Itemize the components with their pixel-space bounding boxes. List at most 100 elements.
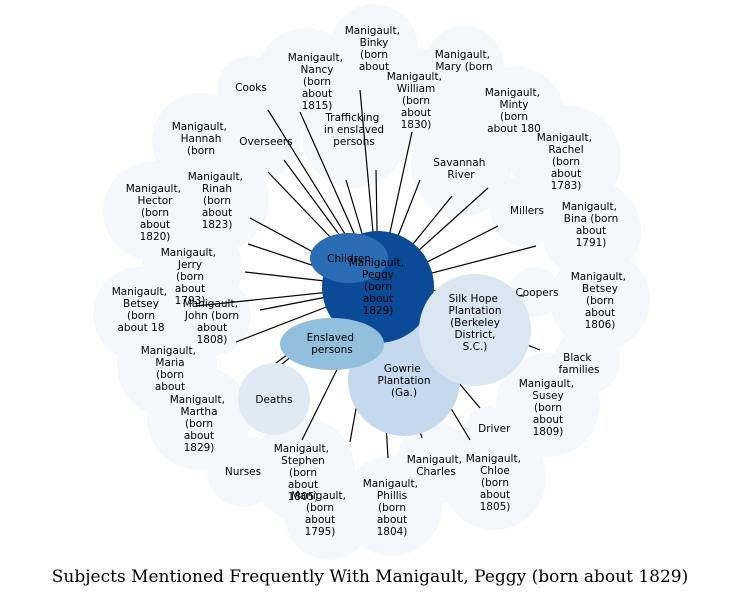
chloe-line4: about bbox=[480, 489, 510, 501]
born1795-line2: (born bbox=[306, 502, 334, 514]
mary-line1: Manigault, bbox=[435, 49, 490, 61]
rachel-line4: about bbox=[551, 168, 581, 180]
label-charles[interactable]: Manigault, Charles bbox=[407, 454, 466, 478]
susey-line4: about bbox=[533, 414, 563, 426]
born1808-line2: John (born bbox=[184, 310, 239, 322]
mary-line2: Mary (born bbox=[435, 61, 492, 73]
children-line1: Children bbox=[327, 253, 371, 265]
gowrie-line2: Plantation bbox=[377, 375, 430, 387]
label-coopers[interactable]: Coopers bbox=[515, 287, 558, 299]
trafficking-line3: persons bbox=[333, 136, 374, 148]
savannah-line1: Savannah bbox=[433, 157, 485, 169]
stephen-line3: (born bbox=[289, 467, 317, 479]
node-silk-hope-circle[interactable] bbox=[419, 274, 531, 386]
label-gowrie[interactable]: Gowrie Plantation(Ga.) bbox=[377, 363, 430, 399]
phillis-line4: about bbox=[377, 514, 407, 526]
william-line1: Manigault, bbox=[387, 71, 442, 83]
betseyleft-line1: Manigault, bbox=[112, 286, 167, 298]
betseyleft-line3: (born bbox=[127, 310, 155, 322]
halo-cloud bbox=[93, 4, 650, 560]
label-cooks[interactable]: Cooks bbox=[235, 82, 267, 94]
phillis-line2: Phillis bbox=[377, 490, 407, 502]
chloe-line1: Manigault, bbox=[466, 453, 521, 465]
susey-line5: 1809) bbox=[533, 426, 564, 438]
label-black-families[interactable]: Black families bbox=[558, 352, 599, 376]
rachel-line2: Rachel bbox=[548, 144, 583, 156]
label-drivers[interactable]: Drivers bbox=[478, 423, 516, 435]
label-mary[interactable]: Manigault, Mary (born bbox=[435, 49, 494, 73]
gowrie-line1: Gowrie bbox=[384, 363, 421, 375]
stephen-line2: Stephen bbox=[281, 455, 325, 467]
betseyleft-line2: Betsey bbox=[123, 298, 159, 310]
rachel-line1: Manigault, bbox=[537, 132, 592, 144]
label-hannah[interactable]: Manigault, Hannah(born bbox=[172, 121, 231, 157]
jerry-line4: about bbox=[175, 283, 205, 295]
node-deaths-circle[interactable] bbox=[238, 363, 310, 435]
label-overseers[interactable]: Overseers bbox=[239, 136, 292, 148]
node-enslaved-circle[interactable] bbox=[280, 318, 384, 370]
trafficking-line2: in enslaved bbox=[324, 124, 384, 136]
stephen-line4: about bbox=[288, 479, 318, 491]
maria-line2: Maria bbox=[155, 357, 184, 369]
nurses-line1: Nurses bbox=[225, 466, 261, 478]
label-deaths[interactable]: Deaths bbox=[255, 394, 292, 406]
hector-line1: Manigault, bbox=[126, 183, 181, 195]
bina-line1: Manigault, bbox=[562, 201, 617, 213]
deaths-line1: Deaths bbox=[255, 394, 292, 406]
charles-line2: Charles bbox=[416, 466, 456, 478]
nancy-line1: Manigault, bbox=[288, 52, 343, 64]
betsey1806-line3: (born bbox=[586, 295, 614, 307]
martha-line3: (born bbox=[185, 418, 213, 430]
hector-line2: Hector bbox=[138, 195, 174, 207]
jerry-line5: 1793) bbox=[175, 295, 206, 307]
stephen-line5: 1805) bbox=[288, 491, 319, 503]
rinah-line2: Rinah bbox=[202, 183, 232, 195]
enslaved-line1: Enslaved bbox=[307, 332, 354, 344]
hector-line4: about bbox=[140, 219, 170, 231]
binky-line2: Binky bbox=[360, 37, 389, 49]
martha-line5: 1829) bbox=[184, 442, 215, 454]
label-enslaved[interactable]: Enslaved persons bbox=[307, 332, 358, 356]
minty-line2: Minty bbox=[500, 99, 529, 111]
silk-line3: (Berkeley bbox=[450, 317, 500, 329]
maria-line4: about bbox=[155, 381, 185, 393]
center-line4: about bbox=[363, 293, 393, 305]
node-children-circle[interactable] bbox=[310, 233, 388, 283]
chloe-line5: 1805) bbox=[480, 501, 511, 513]
label-nurses[interactable]: Nurses bbox=[225, 466, 261, 478]
label-millers[interactable]: Millers bbox=[510, 205, 544, 217]
label-savannah[interactable]: Savannah River bbox=[433, 157, 489, 181]
betseyleft-line4: about 18 bbox=[118, 322, 165, 334]
binky-line3: (born bbox=[360, 49, 388, 61]
rinah-line5: 1823) bbox=[202, 219, 233, 231]
overseers-line1: Overseers bbox=[239, 136, 292, 148]
phillis-line5: 1804) bbox=[377, 526, 408, 538]
chloe-line2: Chloe bbox=[480, 465, 510, 477]
susey-line3: (born bbox=[534, 402, 562, 414]
big-nodes bbox=[238, 231, 531, 436]
label-children[interactable]: Children bbox=[327, 253, 371, 265]
